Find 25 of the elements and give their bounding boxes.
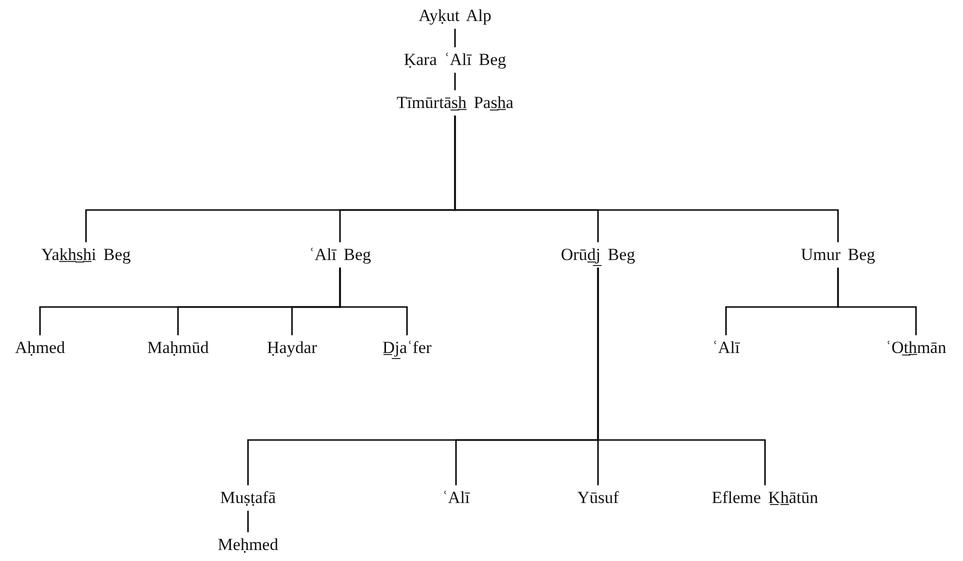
person-name: Orūd̲j̲ Beg (558, 245, 638, 265)
person-name: ʿOt̲h̲mān (884, 338, 948, 358)
person-name: Ḥaydar (264, 338, 320, 358)
tree-line (454, 72, 456, 90)
person-name: Muṣṭafā (218, 488, 278, 508)
person-name: Ḳara ʿAlī Beg (402, 50, 508, 70)
person-name: Aḥmed (12, 338, 68, 358)
person-name: ʿAlī (710, 338, 742, 358)
tree-line (454, 116, 839, 242)
person-name: Yūsuf (575, 488, 621, 508)
person-name: Umur Beg (798, 245, 878, 265)
person-name: Ayḳut Alp (416, 6, 494, 26)
person-name: Yak̲h̲s̲h̲i Beg (39, 245, 133, 265)
tree-line (454, 28, 456, 48)
tree-line (339, 268, 408, 336)
person-name: ʿAlī Beg (306, 245, 374, 265)
person-name: Maḥmūd (145, 338, 211, 358)
person-name: ʿAlī (440, 488, 472, 508)
person-name: Tīmūrtās̲h̲ Pas̲h̲a (394, 93, 516, 113)
tree-line (837, 268, 917, 336)
person-name: D̲j̲aʿfer (380, 338, 434, 358)
person-name: Efleme K̲h̲ātūn (710, 488, 820, 508)
tree-line (597, 268, 766, 486)
tree-line (247, 510, 249, 532)
person-name: Meḥmed (216, 535, 280, 555)
